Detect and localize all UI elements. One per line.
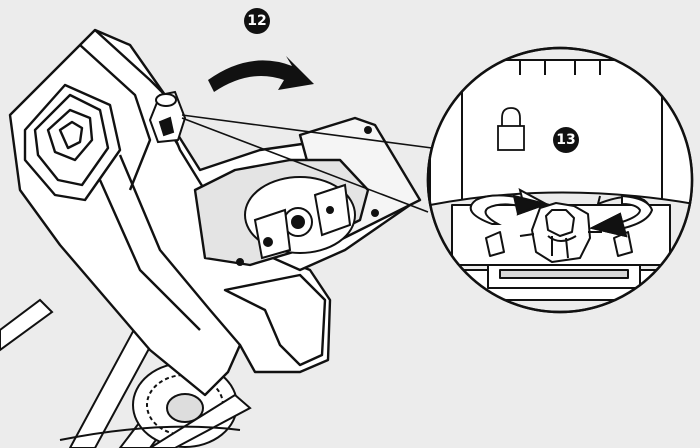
step-number-12: 12 [244, 8, 270, 34]
step-number-13: 13 [553, 127, 579, 153]
zoom-detail-circle [426, 46, 694, 314]
curved-arrow-right-icon [208, 56, 314, 92]
padlock-locked-icon [497, 107, 525, 151]
top-knob [148, 90, 187, 144]
hinge-mechanism [236, 126, 379, 266]
handle-line [59, 425, 241, 441]
callout-leader [181, 114, 433, 213]
rotate-clockwise-arrows-icon [469, 188, 654, 238]
